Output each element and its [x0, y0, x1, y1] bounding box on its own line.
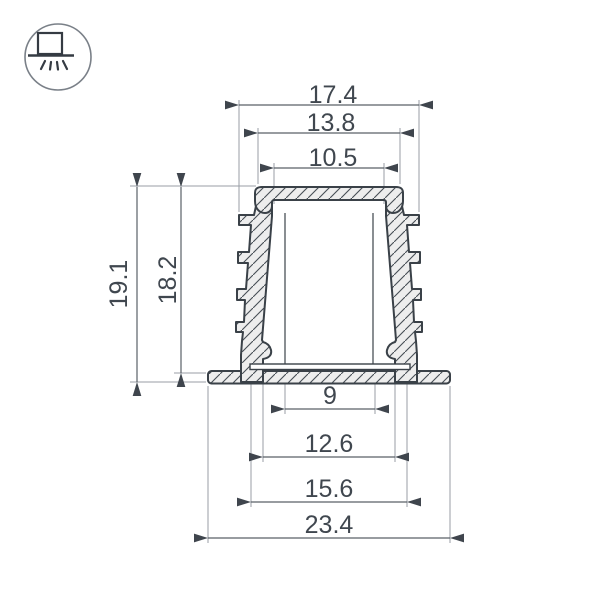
dimension-labels: 17.4 13.8 10.5 19.1 18.2 9 12.6 15.6 23.… [105, 81, 357, 539]
icon-light-rays [39, 59, 69, 71]
dim-width-9: 9 [323, 382, 337, 410]
left-wall [235, 205, 273, 383]
led-plate [249, 363, 411, 371]
icon-circle [24, 23, 92, 91]
recessed-light-icon [24, 23, 92, 91]
dim-width-17-4: 17.4 [309, 81, 358, 109]
icon-fixture-box [36, 31, 64, 56]
bottom-flange [207, 370, 451, 385]
dim-width-10-5: 10.5 [309, 144, 358, 172]
dimension-lines [132, 100, 465, 543]
top-cover [254, 186, 404, 214]
dim-height-18-2: 18.2 [154, 256, 182, 305]
dim-width-15-6: 15.6 [305, 475, 354, 503]
dim-width-13-8: 13.8 [307, 109, 356, 137]
dim-height-19-1: 19.1 [105, 260, 133, 309]
aluminium-profile-section [207, 186, 451, 385]
dim-width-12-6: 12.6 [305, 430, 354, 458]
dim-width-23-4: 23.4 [305, 511, 354, 539]
right-wall [385, 205, 423, 383]
channel-inner-edges [284, 213, 374, 364]
